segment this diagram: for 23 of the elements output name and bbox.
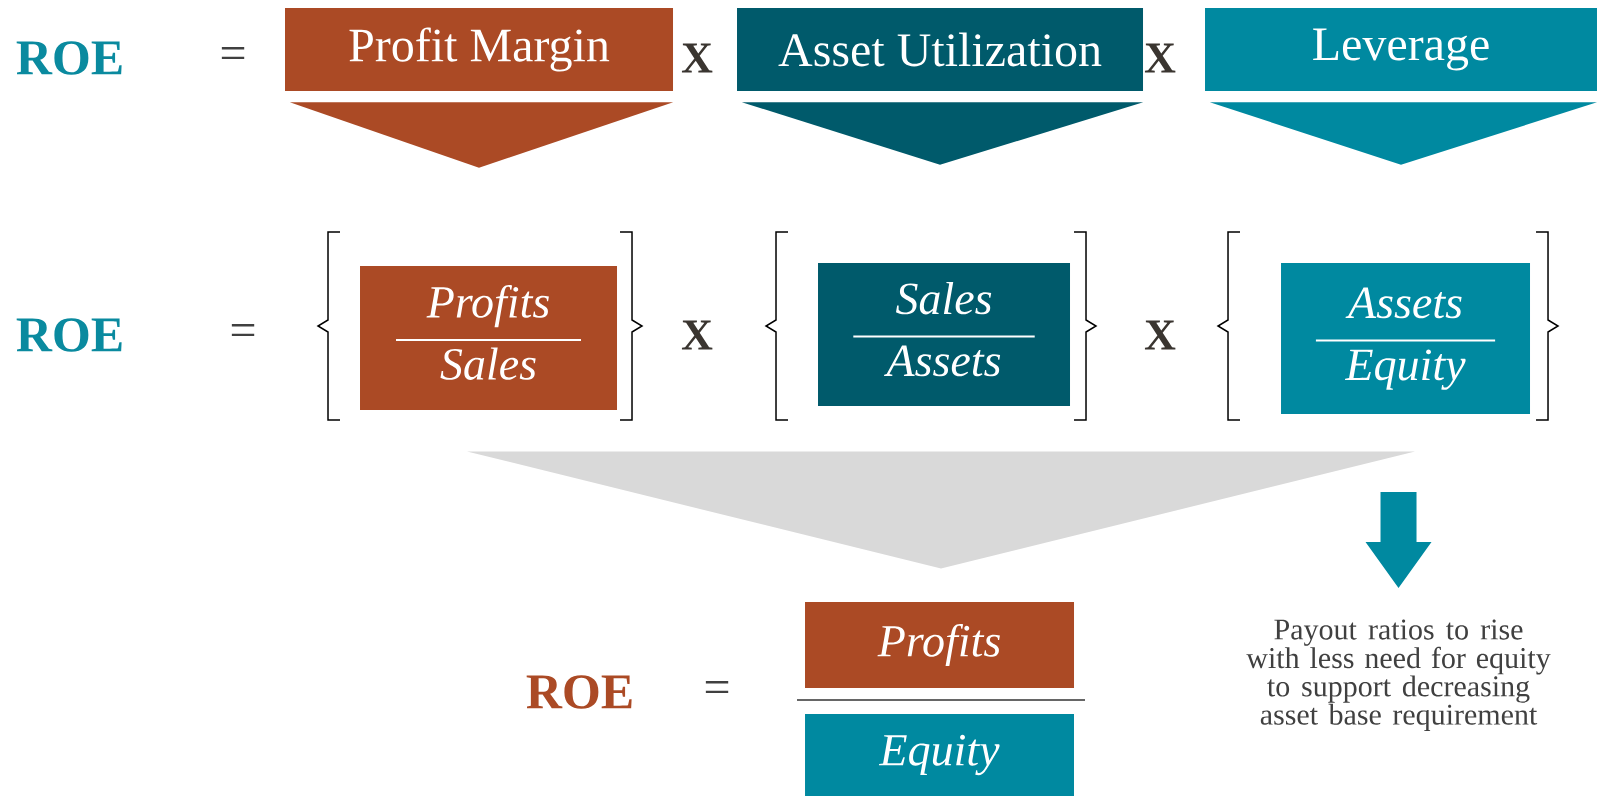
term-box: Equity <box>805 714 1074 796</box>
formula-term: ROE <box>16 318 122 352</box>
funnel-shape <box>467 451 1415 569</box>
title-box: Asset Utilization <box>737 8 1143 91</box>
arrow <box>1209 102 1597 165</box>
multiply-sign: X <box>681 43 713 73</box>
title-box: Profit Margin <box>285 8 673 91</box>
fraction-box: Sales Assets <box>818 263 1070 406</box>
fraction-box: Assets Equity <box>1281 263 1530 414</box>
formula-term: ROE <box>526 675 632 709</box>
arrow <box>289 102 674 168</box>
multiply-sign: X <box>1144 320 1176 350</box>
fraction-box: Profits Sales <box>360 266 617 410</box>
formula-term: ROE <box>16 41 122 75</box>
arrow <box>741 102 1144 165</box>
title-box: Leverage <box>1205 8 1597 91</box>
term-box: Profits <box>805 602 1074 688</box>
note-text: Payout ratios to rise with less need for equity to support decreasing asset base requirement <box>1246 619 1551 731</box>
equals-sign: = <box>231 324 255 337</box>
arrow <box>1365 492 1432 588</box>
equals-sign: = <box>705 681 729 694</box>
multiply-sign: X <box>681 320 713 350</box>
multiply-sign: X <box>1144 43 1176 73</box>
